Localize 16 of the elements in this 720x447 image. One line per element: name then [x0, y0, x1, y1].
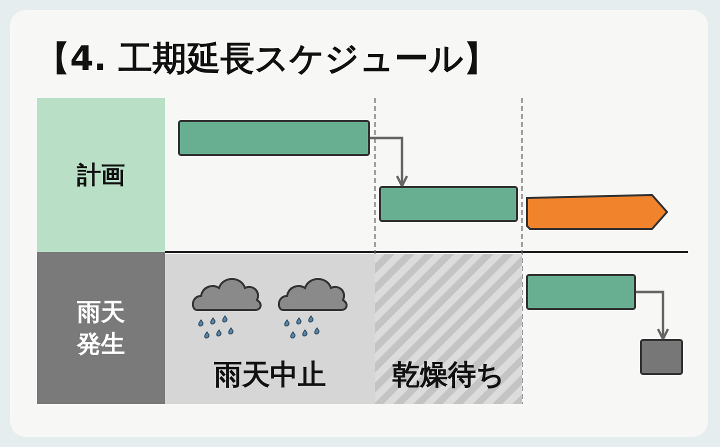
- arrow: [370, 136, 408, 188]
- task-bar: [178, 120, 370, 156]
- task-bar: [379, 186, 518, 222]
- row-header: [37, 252, 165, 404]
- arrow-bar: [526, 194, 668, 230]
- task-bar: [526, 274, 636, 310]
- band-label: 計画: [77, 160, 125, 191]
- hatched-area: [375, 254, 522, 404]
- band-label: 雨天中止: [214, 357, 326, 394]
- band-label: 雨天発生: [77, 296, 125, 360]
- title: 【4. 工期延長スケジュール】: [36, 38, 498, 81]
- task-box: [640, 339, 683, 375]
- arrow: [636, 290, 670, 340]
- rain-stop-area: [165, 254, 375, 404]
- band-label: 乾燥待ち: [392, 357, 505, 394]
- row-header: [37, 98, 165, 252]
